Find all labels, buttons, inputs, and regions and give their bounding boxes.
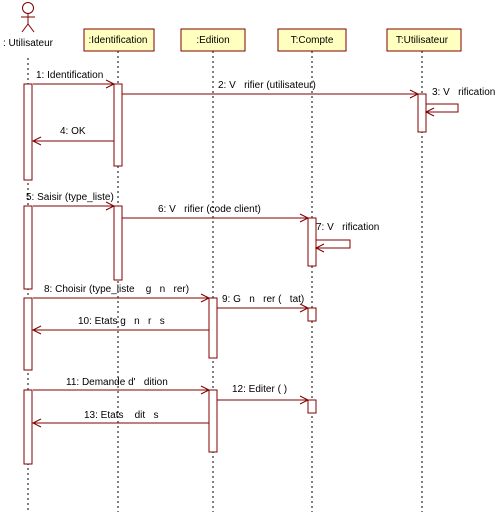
arrowhead — [424, 107, 435, 117]
message-label: 13: Etats dit s — [84, 410, 158, 421]
participant-label-t_utilisateur: T:Utilisateur — [396, 35, 449, 46]
arrowhead — [200, 293, 211, 303]
participant-box-t_utilisateur — [386, 28, 462, 52]
participant-box-edition — [180, 28, 246, 52]
self-call-arrow — [426, 103, 459, 113]
message-label: 11: Demande d' dition — [66, 377, 168, 388]
arrowhead — [200, 385, 211, 395]
participant-box-compte — [277, 28, 347, 52]
arrowhead — [299, 213, 310, 223]
arrowhead — [105, 79, 116, 89]
message-label: 5: Saisir (type_liste) — [26, 192, 114, 203]
arrowhead — [314, 243, 325, 253]
message-7 — [314, 239, 351, 253]
arrowhead — [31, 325, 42, 335]
activation-bar — [307, 399, 317, 414]
message-10 — [31, 325, 209, 335]
arrowhead — [299, 303, 310, 313]
participant-label-identification: :Identification — [89, 35, 148, 46]
message-13 — [31, 418, 209, 428]
activation-bar — [23, 83, 33, 181]
message-label: 3: V rification — [432, 87, 495, 98]
message-label: 9: G n rer ( tat) — [222, 294, 304, 305]
arrowhead — [31, 136, 42, 146]
activation-bar — [208, 297, 218, 359]
message-5 — [33, 201, 116, 211]
participant-box-identification — [83, 28, 155, 52]
arrowhead — [105, 201, 116, 211]
arrowhead — [299, 395, 310, 405]
activation-bar — [113, 83, 123, 167]
message-6 — [122, 213, 310, 223]
activation-bar — [23, 205, 33, 290]
self-call-arrow — [316, 239, 351, 249]
activation-bar — [417, 93, 427, 133]
message-2 — [122, 89, 420, 99]
actor-stick-figure — [21, 2, 35, 33]
activation-bar — [307, 307, 317, 322]
message-label: 8: Choisir (type_liste g n rer) — [44, 284, 189, 295]
arrowhead — [31, 418, 42, 428]
message-1 — [33, 79, 116, 89]
message-label: 2: V rifier (utilisateur) — [218, 80, 316, 91]
activation-bar — [23, 297, 33, 371]
message-11 — [33, 385, 211, 395]
message-label: 4: OK — [60, 126, 86, 137]
message-3 — [424, 103, 459, 117]
activation-bar — [307, 217, 317, 267]
participant-label-utilisateur: : Utilisateur — [3, 38, 54, 49]
participant-label-compte: T:Compte — [291, 35, 334, 46]
message-label: 1: Identification — [36, 70, 103, 81]
arrowhead — [409, 89, 420, 99]
message-label: 7: V rification — [316, 222, 379, 233]
message-12 — [217, 395, 310, 405]
message-label: 6: V rifier (code client) — [158, 204, 261, 215]
message-9 — [217, 303, 310, 313]
message-8 — [33, 293, 211, 303]
message-label: 12: Editer ( ) — [232, 384, 287, 395]
activation-bar — [113, 205, 123, 281]
activation-bar — [23, 389, 33, 465]
message-label: 10: Etats g n r s — [78, 316, 165, 327]
message-4 — [31, 136, 114, 146]
activation-bar — [208, 389, 218, 453]
participant-label-edition: :Edition — [196, 35, 229, 46]
